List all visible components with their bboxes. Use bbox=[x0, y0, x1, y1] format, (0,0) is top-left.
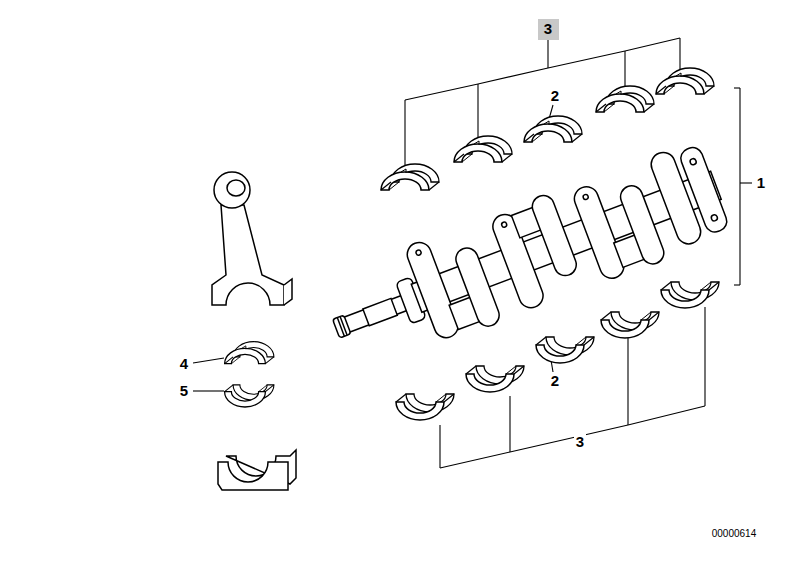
bracket-line bbox=[627, 338, 628, 425]
callout-number: 1 bbox=[755, 175, 767, 192]
crank-thread bbox=[333, 315, 351, 338]
bearing-shell bbox=[656, 68, 714, 94]
callout-box: 3 bbox=[538, 19, 559, 40]
crank-web bbox=[453, 245, 503, 329]
bearing-shell bbox=[601, 312, 659, 338]
bearing-shell bbox=[381, 164, 439, 190]
bracket-line bbox=[740, 182, 752, 183]
bracket-line bbox=[679, 38, 680, 70]
callout-number: 5 bbox=[178, 383, 190, 400]
callout-number: 2 bbox=[549, 373, 561, 390]
crank-snout bbox=[363, 298, 397, 325]
callout-number: 3 bbox=[544, 21, 553, 38]
bracket-line bbox=[547, 40, 548, 68]
crank-web bbox=[529, 192, 579, 278]
bearing-shell bbox=[524, 116, 582, 142]
rod-bearing-shell bbox=[225, 342, 274, 364]
crank-web bbox=[571, 183, 627, 281]
crank-web bbox=[617, 183, 667, 267]
callout-number: 3 bbox=[574, 434, 586, 451]
bearing-shell bbox=[661, 282, 719, 308]
bearing-shell bbox=[454, 136, 512, 162]
oil-hole bbox=[501, 221, 507, 227]
leader-line bbox=[193, 358, 224, 363]
bracket-line bbox=[477, 84, 478, 138]
bracket-line bbox=[704, 307, 705, 406]
connecting-rod bbox=[212, 172, 292, 305]
bracket-line bbox=[624, 51, 625, 86]
bearing-shell bbox=[596, 86, 654, 112]
bearing-shell bbox=[396, 394, 454, 420]
crank-web bbox=[404, 239, 462, 341]
bracket-line bbox=[739, 88, 740, 285]
crankshaft bbox=[318, 137, 735, 378]
bracket-line bbox=[734, 87, 740, 88]
bracket-line bbox=[404, 100, 405, 165]
drawing-number: 00000614 bbox=[710, 528, 759, 539]
oil-hole bbox=[582, 194, 588, 200]
bracket-line bbox=[734, 284, 740, 285]
bolt-hole bbox=[689, 158, 697, 166]
bracket-lines bbox=[193, 38, 752, 468]
leader-line bbox=[193, 390, 224, 391]
bearing-shell bbox=[466, 366, 524, 392]
bracket-line bbox=[439, 425, 440, 468]
bracket-line bbox=[440, 406, 705, 468]
crank-flange bbox=[678, 145, 730, 235]
bracket-line bbox=[509, 396, 510, 452]
bolt-hole bbox=[710, 214, 718, 222]
rod-bearing-shell bbox=[225, 385, 274, 407]
bearing-cap bbox=[218, 450, 296, 490]
oil-hole bbox=[415, 249, 421, 255]
callout-number: 4 bbox=[178, 356, 190, 373]
callout-number: 2 bbox=[549, 88, 561, 105]
bearing-shell bbox=[536, 337, 594, 363]
